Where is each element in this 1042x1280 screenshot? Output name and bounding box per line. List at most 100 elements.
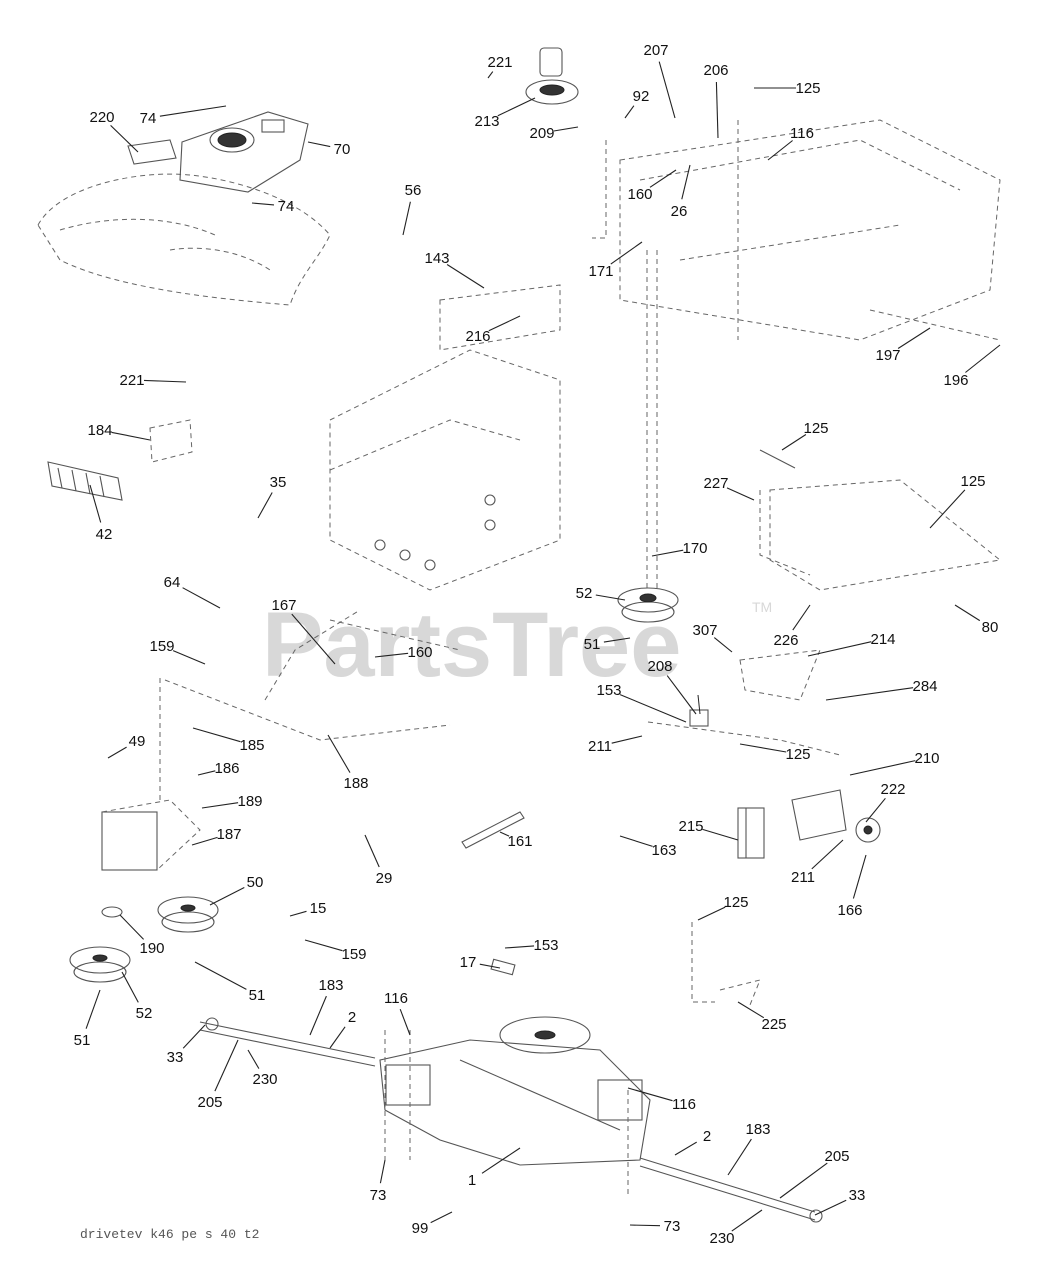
- leader-line: [713, 637, 733, 653]
- leader-line: [430, 1211, 453, 1224]
- part-number: 205: [824, 1148, 849, 1165]
- leader-line: [619, 694, 687, 723]
- part-number: 215: [678, 818, 703, 835]
- callout-99: 99: [412, 1211, 453, 1237]
- leader-line: [182, 1024, 206, 1049]
- part-number: 125: [723, 894, 748, 911]
- leader-line: [172, 650, 206, 665]
- leader-line: [739, 743, 787, 753]
- leader-line: [649, 169, 677, 188]
- part-number: 2: [348, 1009, 356, 1026]
- callout-125: 125: [929, 473, 986, 529]
- part-number: 221: [487, 54, 512, 71]
- leader-line: [666, 675, 697, 715]
- callout-52: 52: [121, 971, 153, 1022]
- leader-line: [929, 489, 966, 529]
- part-number: 17: [460, 954, 477, 971]
- part-number: 190: [139, 940, 164, 957]
- callout-56: 56: [402, 182, 421, 236]
- callout-187: 187: [191, 826, 242, 846]
- part-number: 74: [140, 110, 157, 127]
- leader-line: [291, 613, 336, 665]
- callout-189: 189: [201, 793, 263, 810]
- leader-line: [674, 1141, 697, 1156]
- callout-143: 143: [424, 250, 485, 289]
- callout-92: 92: [624, 88, 649, 119]
- callout-222: 222: [865, 781, 906, 823]
- leader-line: [897, 327, 931, 349]
- transaxle: [379, 1016, 651, 1195]
- callout-225: 225: [737, 1001, 787, 1033]
- callout-184: 184: [87, 422, 151, 441]
- label-plate: [127, 139, 177, 165]
- hood-shell: [37, 173, 331, 306]
- part-number: 188: [343, 775, 368, 792]
- part-number: 15: [310, 900, 327, 917]
- part-number: 51: [584, 636, 601, 653]
- part-number: 225: [761, 1016, 786, 1033]
- callout-1: 1: [468, 1147, 521, 1189]
- leader-line: [379, 1159, 386, 1184]
- part-number: 159: [149, 638, 174, 655]
- leader-line: [497, 97, 536, 117]
- callout-74: 74: [251, 198, 294, 215]
- part-number: 52: [136, 1005, 153, 1022]
- leader-line: [481, 1147, 521, 1174]
- brake-linkage: [101, 609, 461, 871]
- spring: [490, 958, 516, 976]
- part-number: 222: [880, 781, 905, 798]
- part-number: 116: [790, 125, 814, 142]
- leader-line: [209, 887, 245, 906]
- part-number: 214: [870, 631, 895, 648]
- leader-line: [307, 141, 331, 148]
- callout-185: 185: [192, 727, 265, 754]
- leader-line: [197, 770, 216, 776]
- callout-211: 211: [791, 839, 844, 886]
- leader-line: [727, 1138, 752, 1176]
- callout-50: 50: [209, 874, 263, 906]
- leader-line: [143, 379, 187, 383]
- part-number: 1: [468, 1172, 476, 1189]
- part-number: 153: [596, 682, 621, 699]
- callout-221: 221: [119, 372, 187, 389]
- leader-line: [849, 760, 916, 776]
- callout-206: 206: [703, 62, 729, 139]
- part-number: 73: [664, 1218, 681, 1235]
- part-number: 73: [370, 1187, 387, 1204]
- leader-line: [697, 906, 726, 921]
- leader-line: [402, 201, 411, 236]
- callout-221: 221: [487, 54, 513, 79]
- part-number: 213: [474, 113, 499, 130]
- part-number: 189: [237, 793, 262, 810]
- part-number: 52: [576, 585, 593, 602]
- leader-line: [309, 995, 327, 1036]
- part-number: 227: [703, 475, 728, 492]
- callout-216: 216: [465, 315, 521, 345]
- callout-211: 211: [588, 735, 643, 755]
- callout-160: 160: [627, 169, 677, 203]
- callout-207: 207: [643, 42, 676, 119]
- callout-188: 188: [327, 734, 369, 792]
- leader-line: [89, 484, 102, 523]
- part-number: 171: [588, 263, 613, 280]
- part-number: 161: [507, 833, 532, 850]
- leader-line: [192, 727, 241, 743]
- drive-pulleys: [69, 896, 219, 983]
- callout-209: 209: [529, 125, 579, 142]
- leader-line: [201, 802, 239, 809]
- part-number: 183: [318, 977, 343, 994]
- axle-left: [199, 1017, 376, 1067]
- part-number: 207: [643, 42, 668, 59]
- callout-190: 190: [119, 914, 165, 957]
- part-number: 125: [803, 420, 828, 437]
- leader-line: [159, 105, 227, 117]
- callout-284: 284: [825, 678, 938, 701]
- leader-line: [194, 961, 247, 990]
- watermark-trademark: TM: [752, 599, 772, 615]
- part-number: 230: [252, 1071, 277, 1088]
- part-number: 197: [875, 347, 900, 364]
- leader-line: [182, 587, 221, 609]
- part-number: 116: [384, 990, 408, 1007]
- part-number: 183: [745, 1121, 770, 1138]
- callout-220: 220: [89, 109, 139, 153]
